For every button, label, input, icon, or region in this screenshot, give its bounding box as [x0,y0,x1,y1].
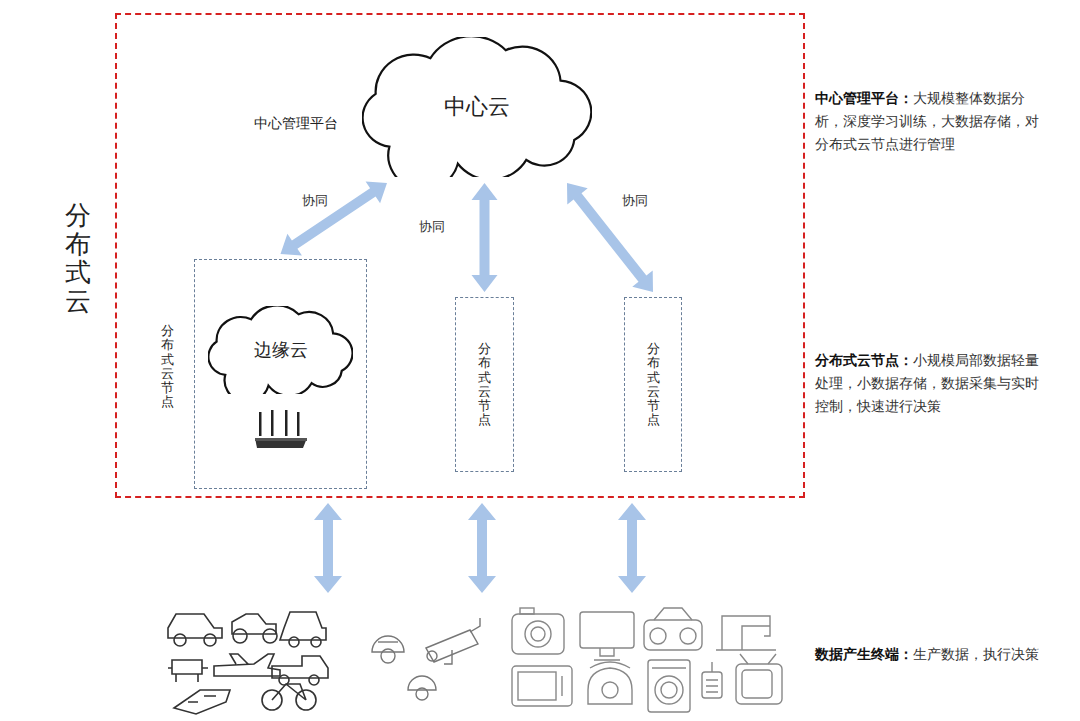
annotation-body: 生产数据，执行决策 [913,646,1039,662]
edge-label: 协同 [620,192,650,210]
edge-label: 协同 [300,192,330,210]
region-title: 分布式云 [65,201,91,315]
node-label: 分布式云节点 [161,324,174,410]
sync-arrow [567,183,653,292]
appliance-sketches [512,608,782,712]
distributed-node-box: 分布式云节点边缘云 [194,259,367,489]
annotation: 数据产生终端：生产数据，执行决策 [815,643,1051,666]
annotation: 分布式云节点：小规模局部数据轻量处理，小数据存储，数据采集与实时控制，快速进行决… [815,349,1051,418]
cloud-label: 中心云 [444,92,510,122]
annotation: 中心管理平台：大规模整体数据分析，深度学习训练，大数据存储，对分布式云节点进行管… [815,87,1051,156]
terminal-arrows [314,503,646,593]
distributed-cloud-region: 分布式云中心云中心管理平台分布式云节点边缘云分布式云节点分布式云节点 [115,13,805,498]
edge-cloud: 边缘云 [208,306,353,394]
annotation-heading: 数据产生终端： [815,646,913,662]
router-icon [251,408,311,452]
node-label: 分布式云节点 [478,342,491,428]
sync-arrow [472,183,498,292]
edge-label: 协同 [417,218,447,236]
distributed-node-box: 分布式云节点 [455,297,514,472]
distributed-node-box: 分布式云节点 [624,297,682,472]
central-cloud: 中心云中心管理平台 [362,37,592,177]
platform-label: 中心管理平台 [254,115,338,133]
sync-arrow [281,182,388,256]
cloud-label: 边缘云 [254,338,308,362]
camera-sketches [372,618,480,700]
vehicle-sketches [168,612,328,714]
annotation-heading: 中心管理平台： [815,90,913,106]
annotation-heading: 分布式云节点： [815,352,913,368]
node-label: 分布式云节点 [647,342,660,428]
